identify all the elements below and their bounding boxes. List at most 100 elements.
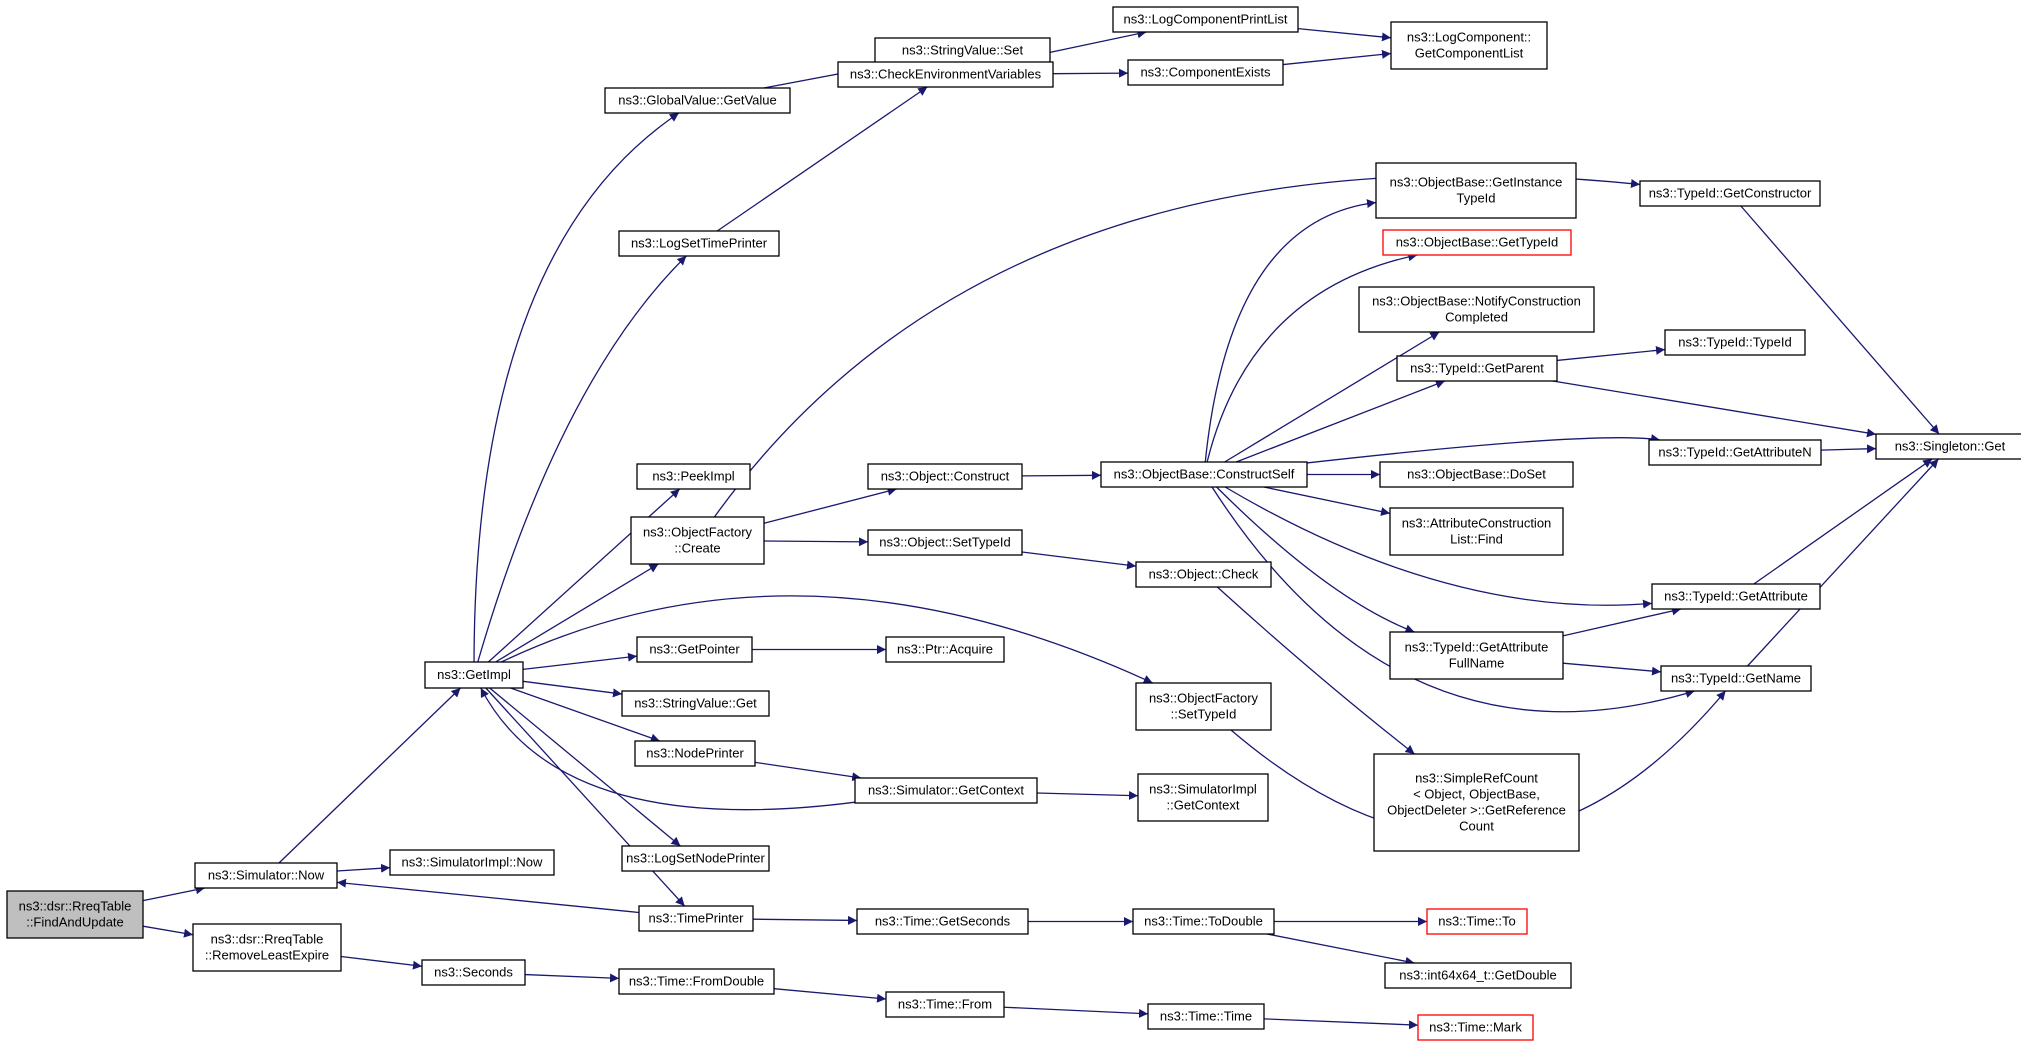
node-box <box>1375 162 1577 219</box>
node-tidattrn[interactable]: ns3::TypeId::GetAttributeN <box>1648 439 1822 466</box>
node-label: ns3::SimulatorImpl <box>1149 782 1257 797</box>
node-box <box>621 845 770 872</box>
node-tidparent[interactable]: ns3::TypeId::GetParent <box>1396 355 1558 382</box>
node-label: ns3::dsr::RreqTable <box>211 932 324 947</box>
node-label: FullName <box>1449 656 1505 671</box>
node-tidattr[interactable]: ns3::TypeId::GetAttribute <box>1651 583 1821 610</box>
node-label: ns3::StringValue::Get <box>634 696 757 711</box>
node-checkenv[interactable]: ns3::CheckEnvironmentVariables <box>837 61 1054 88</box>
node-box <box>1639 180 1821 207</box>
node-svset[interactable]: ns3::StringValue::Set <box>874 37 1051 64</box>
node-label: ::FindAndUpdate <box>26 915 124 930</box>
node-seconds[interactable]: ns3::Seconds <box>421 959 526 986</box>
node-tfromd[interactable]: ns3::Time::FromDouble <box>618 968 775 995</box>
node-box <box>1358 286 1595 333</box>
node-root[interactable]: ns3::dsr::RreqTable::FindAndUpdate <box>6 890 144 939</box>
edge-tidname-to-singleton <box>1747 458 1939 667</box>
node-ofsettid[interactable]: ns3::ObjectFactory::SetTypeId <box>1135 682 1272 731</box>
node-nodep[interactable]: ns3::NodePrinter <box>634 740 756 767</box>
node-int64[interactable]: ns3::int64x64_t::GetDouble <box>1384 962 1572 989</box>
node-label: ns3::Time::Time <box>1160 1009 1252 1024</box>
node-label: ns3::Time::To <box>1438 914 1516 929</box>
node-tmark[interactable]: ns3::Time::Mark <box>1417 1014 1534 1041</box>
node-simnow[interactable]: ns3::Simulator::Now <box>194 862 338 889</box>
edge-obconstructself-to-obgetinst <box>1204 199 1377 463</box>
node-box <box>421 959 526 986</box>
edge-ttime-to-tmark <box>1263 1018 1419 1030</box>
node-box <box>1660 665 1812 692</box>
node-obnotify[interactable]: ns3::ObjectBase::NotifyConstructionCompl… <box>1358 286 1595 333</box>
edge-tfromd-to-tfrom <box>773 988 887 1003</box>
node-label: ObjectDeleter >::GetReference <box>1387 803 1566 818</box>
node-tfrom[interactable]: ns3::Time::From <box>885 991 1005 1018</box>
node-label: ns3::int64x64_t::GetDouble <box>1399 968 1557 983</box>
node-simimplctx[interactable]: ns3::SimulatorImpl::GetContext <box>1137 773 1269 822</box>
node-label: ns3::dsr::RreqTable <box>19 899 132 914</box>
node-gvget[interactable]: ns3::GlobalValue::GetValue <box>604 87 791 114</box>
node-simgetctx[interactable]: ns3::Simulator::GetContext <box>854 777 1038 804</box>
node-tidname[interactable]: ns3::TypeId::GetName <box>1660 665 1812 692</box>
node-label: ns3::ObjectBase::ConstructSelf <box>1114 467 1295 482</box>
node-tidtid[interactable]: ns3::TypeId::TypeId <box>1664 329 1806 356</box>
node-svget[interactable]: ns3::StringValue::Get <box>621 690 770 717</box>
node-logprint[interactable]: ns3::LogComponentPrintList <box>1112 6 1299 33</box>
node-tidctor[interactable]: ns3::TypeId::GetConstructor <box>1639 180 1821 207</box>
node-obconstructself[interactable]: ns3::ObjectBase::ConstructSelf <box>1100 461 1308 488</box>
node-ofcreate[interactable]: ns3::ObjectFactory::Create <box>630 516 765 565</box>
node-rle[interactable]: ns3::dsr::RreqTable::RemoveLeastExpire <box>192 923 342 972</box>
node-obgettid[interactable]: ns3::ObjectBase::GetTypeId <box>1382 229 1572 256</box>
node-ttime[interactable]: ns3::Time::Time <box>1147 1003 1265 1030</box>
node-label: ns3::ObjectBase::GetTypeId <box>1396 235 1559 250</box>
node-timep[interactable]: ns3::TimePrinter <box>638 905 754 932</box>
node-label: ns3::LogSetNodePrinter <box>626 851 765 866</box>
node-tgetsec[interactable]: ns3::Time::GetSeconds <box>856 908 1029 935</box>
node-box <box>1875 433 2021 460</box>
node-obdoset[interactable]: ns3::ObjectBase::DoSet <box>1379 461 1574 488</box>
node-objsettid[interactable]: ns3::Object::SetTypeId <box>867 529 1023 556</box>
node-ttodouble[interactable]: ns3::Time::ToDouble <box>1132 908 1275 935</box>
node-label: ns3::TimePrinter <box>649 911 745 926</box>
edge-tidparent-to-tidtid <box>1556 345 1666 362</box>
node-compexists[interactable]: ns3::ComponentExists <box>1127 59 1284 86</box>
node-box <box>618 230 780 257</box>
edge-ofcreate-to-objconstruct <box>763 486 897 524</box>
node-logtime[interactable]: ns3::LogSetTimePrinter <box>618 230 780 257</box>
edge-ttodouble-to-int64 <box>1266 933 1415 966</box>
node-objconstruct[interactable]: ns3::Object::Construct <box>867 463 1023 490</box>
node-ptracq[interactable]: ns3::Ptr::Acquire <box>885 636 1005 663</box>
edge-objconstruct-to-obconstructself <box>1021 470 1102 480</box>
node-objcheck[interactable]: ns3::Object::Check <box>1135 561 1272 588</box>
edge-objcheck-to-simplerc <box>1216 586 1415 755</box>
node-box <box>854 777 1038 804</box>
node-box <box>1384 962 1572 989</box>
node-label: List::Find <box>1450 532 1503 547</box>
node-label: TypeId <box>1456 191 1495 206</box>
node-box <box>1100 461 1308 488</box>
edge-timep-to-simnow <box>336 878 640 914</box>
node-label: ns3::Ptr::Acquire <box>897 642 993 657</box>
node-getimpl[interactable]: ns3::GetImpl <box>424 661 524 689</box>
edge-seconds-to-tfromd <box>524 973 620 983</box>
node-label: ns3::TypeId::GetAttributeN <box>1658 445 1811 460</box>
node-box <box>885 636 1005 663</box>
node-simimplnow[interactable]: ns3::SimulatorImpl::Now <box>389 849 555 876</box>
edge-rle-to-seconds <box>340 955 423 970</box>
node-label: ns3::LogComponentPrintList <box>1123 12 1287 27</box>
node-box <box>604 87 791 114</box>
node-tto[interactable]: ns3::Time::To <box>1426 908 1528 935</box>
edge-tidattrn-to-singleton <box>1820 444 1877 454</box>
node-box <box>1379 461 1574 488</box>
node-simplerc[interactable]: ns3::SimpleRefCount< Object, ObjectBase,… <box>1373 753 1580 852</box>
node-singleton[interactable]: ns3::Singleton::Get <box>1875 433 2021 460</box>
node-lcgetlist[interactable]: ns3::LogComponent::GetComponentList <box>1390 21 1548 70</box>
edge-obconstructself-to-attrfind <box>1263 486 1391 516</box>
node-label: ns3::Time::Mark <box>1429 1020 1522 1035</box>
node-peek[interactable]: ns3::PeekImpl <box>636 463 751 490</box>
node-getptr[interactable]: ns3::GetPointer <box>636 636 753 663</box>
node-label: ns3::Object::Check <box>1149 567 1259 582</box>
node-lognode[interactable]: ns3::LogSetNodePrinter <box>621 845 770 872</box>
node-box <box>634 740 756 767</box>
